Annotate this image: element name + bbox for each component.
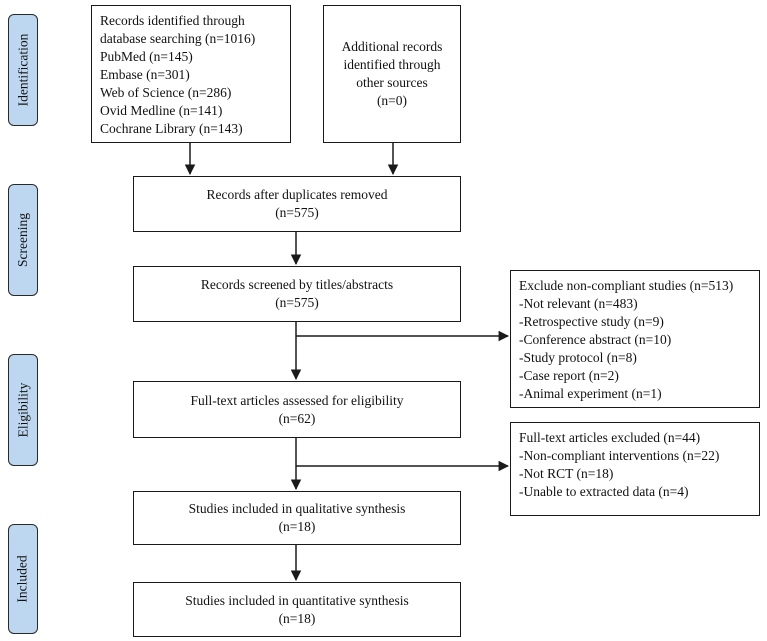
excluded-screening-line-1: Exclude non-compliant studies (n=513) (519, 278, 734, 293)
database-line-6: Ovid Medline (n=141) (100, 103, 223, 118)
box-duplicates-removed: Records after duplicates removed (n=575) (133, 176, 461, 232)
fulltext-line-1: Full-text articles assessed for eligibil… (190, 392, 404, 408)
database-line-5: Web of Science (n=286) (100, 85, 232, 100)
database-line-7: Cochrane Library (n=143) (100, 121, 243, 136)
box-screened: Records screened by titles/abstracts (n=… (133, 266, 461, 322)
duplicates-line-1: Records after duplicates removed (206, 187, 388, 202)
excluded-screening-line-6: -Case report (n=2) (519, 368, 619, 383)
screened-line-2: (n=575) (275, 295, 319, 310)
box-database-search: Records identified through database sear… (91, 5, 291, 143)
excluded-screening-line-2: -Not relevant (n=483) (519, 296, 638, 311)
box-quantitative-synthesis: Studies included in quantitative synthes… (133, 582, 461, 637)
database-line-3: PubMed (n=145) (100, 49, 193, 64)
database-line-4: Embase (n=301) (100, 67, 190, 82)
qualitative-line-1: Studies included in qualitative synthesi… (188, 501, 406, 516)
excluded-fulltext-line-4: -Unable to extracted data (n=4) (519, 484, 689, 499)
stage-included: Included (8, 524, 38, 634)
excluded-screening-line-3: -Retrospective study (n=9) (519, 314, 664, 329)
box-excluded-fulltext: Full-text articles excluded (n=44) -Non-… (510, 422, 760, 516)
quantitative-line-2: (n=18) (278, 610, 316, 626)
additional-line-1: Additional records (341, 39, 443, 54)
database-line-2: database searching (n=1016) (100, 31, 256, 46)
additional-line-2: identified through (343, 57, 441, 72)
duplicates-line-2: (n=575) (275, 205, 319, 220)
database-line-1: Records identified through (100, 13, 245, 28)
quantitative-line-1: Studies included in quantitative synthes… (185, 592, 409, 608)
excluded-screening-line-5: -Study protocol (n=8) (519, 350, 637, 365)
box-excluded-screening: Exclude non-compliant studies (n=513) -N… (510, 270, 760, 408)
stage-screening: Screening (8, 184, 38, 296)
box-fulltext-assessed: Full-text articles assessed for eligibil… (133, 381, 461, 438)
qualitative-line-2: (n=18) (278, 519, 316, 534)
fulltext-line-2: (n=62) (278, 410, 316, 426)
stage-identification: Identification (8, 14, 38, 126)
box-additional-records: Additional records identified through ot… (323, 5, 461, 143)
excluded-screening-line-4: -Conference abstract (n=10) (519, 332, 672, 347)
additional-line-3: other sources (356, 75, 428, 90)
excluded-fulltext-line-3: -Not RCT (n=18) (519, 466, 614, 481)
additional-line-4: (n=0) (376, 93, 408, 108)
excluded-screening-line-7: -Animal experiment (n=1) (519, 386, 662, 401)
excluded-fulltext-line-2: -Non-compliant interventions (n=22) (519, 448, 720, 463)
screened-line-1: Records screened by titles/abstracts (200, 277, 394, 292)
excluded-fulltext-line-1: Full-text articles excluded (n=44) (519, 430, 701, 445)
stage-eligibility: Eligibility (8, 354, 38, 466)
box-qualitative-synthesis: Studies included in qualitative synthesi… (133, 491, 461, 545)
